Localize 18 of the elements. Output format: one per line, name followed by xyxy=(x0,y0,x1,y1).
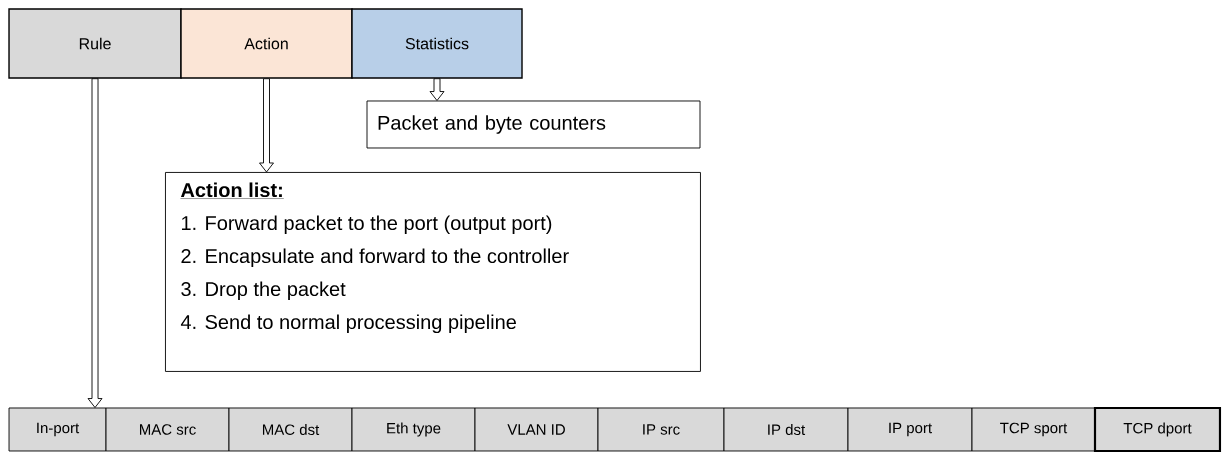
hollow-arrow xyxy=(87,78,103,408)
field-cell: IP src xyxy=(597,407,725,452)
hollow-arrow xyxy=(429,78,445,101)
field-cell: Eth type xyxy=(351,407,476,452)
list-box: Action list: 1. Forward packet to the port (output port) 2. Encapsulate and forward to the controller 3. Drop the packet 4. Send to normal processing pipeline xyxy=(165,172,701,372)
text-box: Packet and byte counters xyxy=(366,100,701,149)
field-cell: MAC src xyxy=(105,407,230,452)
field-cell: IP dst xyxy=(723,407,849,452)
field-cell: MAC dst xyxy=(228,407,353,452)
field-cell: In-port xyxy=(8,407,107,452)
field-cell: TCP dport xyxy=(1093,406,1222,452)
header-cell: Action xyxy=(180,8,353,79)
field-cell: TCP sport xyxy=(971,407,1096,452)
field-cell: IP port xyxy=(847,407,973,452)
field-cell: VLAN ID xyxy=(474,407,599,452)
header-cell: Statistics xyxy=(351,8,523,79)
hollow-arrow xyxy=(259,78,274,173)
header-cell: Rule xyxy=(8,8,182,79)
